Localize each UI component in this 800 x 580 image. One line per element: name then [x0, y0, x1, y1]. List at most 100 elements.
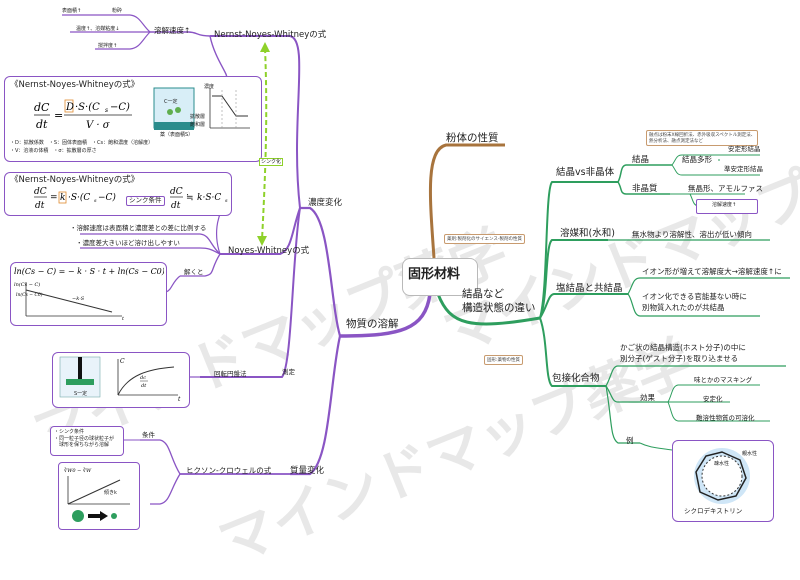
- noyes-box-title: 《Nernst-Noyes-Whitneyの式》: [10, 175, 140, 185]
- conc-change[interactable]: 濃度変化: [308, 198, 343, 208]
- svg-text:−C): −C): [110, 102, 130, 113]
- sink-equation: dC dt ≒ k·S·C s: [170, 187, 228, 211]
- diagram-diffusion-layer: 拡散層: [190, 114, 206, 120]
- center-label: 固形材料: [408, 267, 461, 282]
- svg-text:−k·S: −k·S: [72, 296, 85, 302]
- effect-item-1: 味とかのマスキング: [694, 376, 753, 384]
- svg-text:C: C: [120, 358, 125, 365]
- branch-powder[interactable]: 粉体の性質: [446, 132, 499, 144]
- effect-label[interactable]: 効果: [640, 393, 655, 402]
- noyes-equation: dC dt = k ·S·(C s −C): [34, 187, 116, 211]
- svg-text:·S·(C: ·S·(C: [75, 102, 100, 113]
- svg-text:s: s: [105, 107, 108, 114]
- cocrystal-desc: イオン化できる官能基ない時に 別物質入れたのが共結晶: [642, 292, 747, 312]
- diffusion-layer-diagram: [153, 87, 250, 130]
- cd-hydrophobic: 疎水性: [714, 461, 730, 467]
- svg-text:V · σ: V · σ: [86, 120, 111, 131]
- amorphous-label[interactable]: 非晶質: [632, 184, 658, 194]
- salt-cocrystal-label[interactable]: 塩結晶と共結晶: [556, 283, 623, 294]
- svg-text:dt: dt: [35, 201, 45, 211]
- slope-label: 傾きk: [104, 490, 117, 496]
- center-node[interactable]: [402, 258, 478, 296]
- svg-text:ln(Cs − C) = − k · S · t + ln(: ln(Cs − C) = − k · S · t + ln(Cs − C0): [14, 267, 164, 276]
- branch-dissolution[interactable]: 物質の溶解: [346, 318, 399, 330]
- svg-text:=: =: [54, 109, 63, 122]
- measure-label[interactable]: 測定: [282, 368, 295, 376]
- diagram-conc: 濃度: [204, 84, 215, 90]
- svg-text:dt: dt: [36, 118, 48, 131]
- effect-item-2: 安定化: [703, 395, 723, 403]
- svg-text:t: t: [122, 316, 125, 322]
- svg-text:k·S·C: k·S·C: [197, 193, 221, 203]
- amorphous-desc: 無晶形、アモルファス: [688, 184, 763, 193]
- diagram-saturated-layer: 飽和層: [190, 122, 206, 128]
- temp-viscosity: 温度↑、溶媒粘度↓: [76, 26, 120, 32]
- example-label[interactable]: 例: [626, 436, 634, 445]
- salt-desc: イオン形が増えて溶解度大→溶解速度↑に: [642, 267, 782, 276]
- polymorph-label[interactable]: 結晶多形: [682, 155, 712, 164]
- nernst-legend-2: ・V：溶液の体積 ・σ：拡散層の厚さ: [10, 148, 97, 154]
- diagram-c-const: C一定: [164, 99, 178, 105]
- inclusion-label[interactable]: 包接化合物: [552, 373, 600, 384]
- stable-form: 安定形結晶: [728, 145, 761, 153]
- inclusion-desc: かご状の結晶構造(ホスト分子)の中に 別分子(ゲスト分子)を取り込ませる: [620, 343, 746, 363]
- svg-text:−C): −C): [98, 192, 116, 203]
- nernst-legend-1: ・D：拡散係数 ・S：固体表面積 ・Cs：飽和濃度（溶解度）: [10, 140, 154, 146]
- svg-text:D: D: [65, 102, 74, 113]
- noyes-note-2: ・濃度差大きいほど溶け出しやすい: [76, 239, 180, 247]
- condition-desc: ・シンク条件 ・同一粒子径の球状粒子が 球形を保ちながら溶解: [54, 429, 115, 448]
- svg-text:dt: dt: [171, 201, 181, 211]
- condition-label[interactable]: 条件: [142, 431, 155, 439]
- svg-text:k: k: [60, 193, 65, 203]
- noyes-whitney[interactable]: Noyes-Whitneyの式: [228, 246, 310, 256]
- svg-text:≒: ≒: [186, 193, 194, 203]
- condition-box: [50, 426, 124, 456]
- branch-crystal[interactable]: 結晶など 構造状態の違い: [462, 288, 536, 315]
- s-const: S一定: [74, 391, 88, 397]
- nernst-title[interactable]: Nernst-Noyes-Whitneyの式: [214, 30, 327, 40]
- effect-item-3: 難溶性物質の可溶化: [696, 414, 755, 422]
- svg-text:ln(Cs − C0): ln(Cs − C0): [16, 291, 43, 298]
- hixson-crowell[interactable]: ヒクソン-クロウェルの式: [186, 466, 272, 475]
- rotating-disk: 回転円盤法: [214, 370, 247, 378]
- svg-text:dt: dt: [141, 383, 147, 389]
- hixson-graph: ∛W0 − ∛W: [64, 467, 130, 522]
- solve-label: 解くと: [184, 268, 204, 276]
- rotating-disk-diagram: C dc dt t: [59, 356, 181, 403]
- crystal-note: 固形:薬物の性質: [484, 355, 524, 365]
- solvate-desc: 無水物より溶解性、溶出が低い傾向: [632, 230, 752, 239]
- svg-text:s: s: [94, 198, 97, 204]
- sink-condition: シンク条件: [126, 196, 165, 206]
- hixson-graph-box: [58, 462, 140, 530]
- svg-text:∛W0 − ∛W: ∛W0 − ∛W: [64, 467, 92, 474]
- noyes-note-1: ・溶解速度は表面積と濃度差との差に比例する: [70, 224, 207, 232]
- svg-text:dc: dc: [140, 375, 146, 381]
- ln-graph-box: [10, 262, 167, 326]
- rate-up-label: 溶解速度↑: [712, 202, 737, 208]
- powder-note: 薬剤:製剤化のサイエンス-製剤の性質: [444, 234, 526, 244]
- rate-up[interactable]: 溶解速度↑: [154, 26, 191, 35]
- mass-change[interactable]: 質量変化: [290, 466, 325, 476]
- solvate-label[interactable]: 溶媒和(水和): [560, 228, 615, 239]
- svg-text:t: t: [178, 396, 181, 403]
- svg-text:dC: dC: [34, 101, 50, 114]
- surface-area-up: 表面積↑: [62, 8, 82, 14]
- svg-text:·S·(C: ·S·(C: [68, 192, 90, 203]
- sink-arrow-label: シンク化: [259, 158, 284, 166]
- svg-text:ln(Cs − C): ln(Cs − C): [14, 281, 40, 288]
- svg-text:dC: dC: [34, 187, 47, 197]
- crystal-label[interactable]: 結晶: [632, 155, 650, 165]
- cd-label: シクロデキストリン: [684, 507, 743, 515]
- rate-up-box: [696, 199, 758, 214]
- nernst-formula-box: [4, 76, 262, 162]
- pulverize: 粉砕: [112, 8, 123, 14]
- crystal-vs-amorphous[interactable]: 結晶vs非晶体: [556, 167, 615, 178]
- nernst-equation: dC dt = D ·S·(C s −C) V · σ: [34, 99, 132, 131]
- nernst-box-title: 《Nernst-Noyes-Whitneyの式》: [10, 80, 140, 90]
- diagram-drug: 薬（表面積S）: [160, 132, 194, 138]
- ln-graph: ln(Cs − C) = − k · S · t + ln(Cs − C0) l…: [14, 267, 164, 322]
- noyes-formula-box: [4, 172, 232, 216]
- svg-text:s: s: [225, 198, 228, 204]
- stirring-up: 撹拌度↑: [98, 43, 118, 49]
- cyclodextrin-ring-icon: [694, 448, 750, 504]
